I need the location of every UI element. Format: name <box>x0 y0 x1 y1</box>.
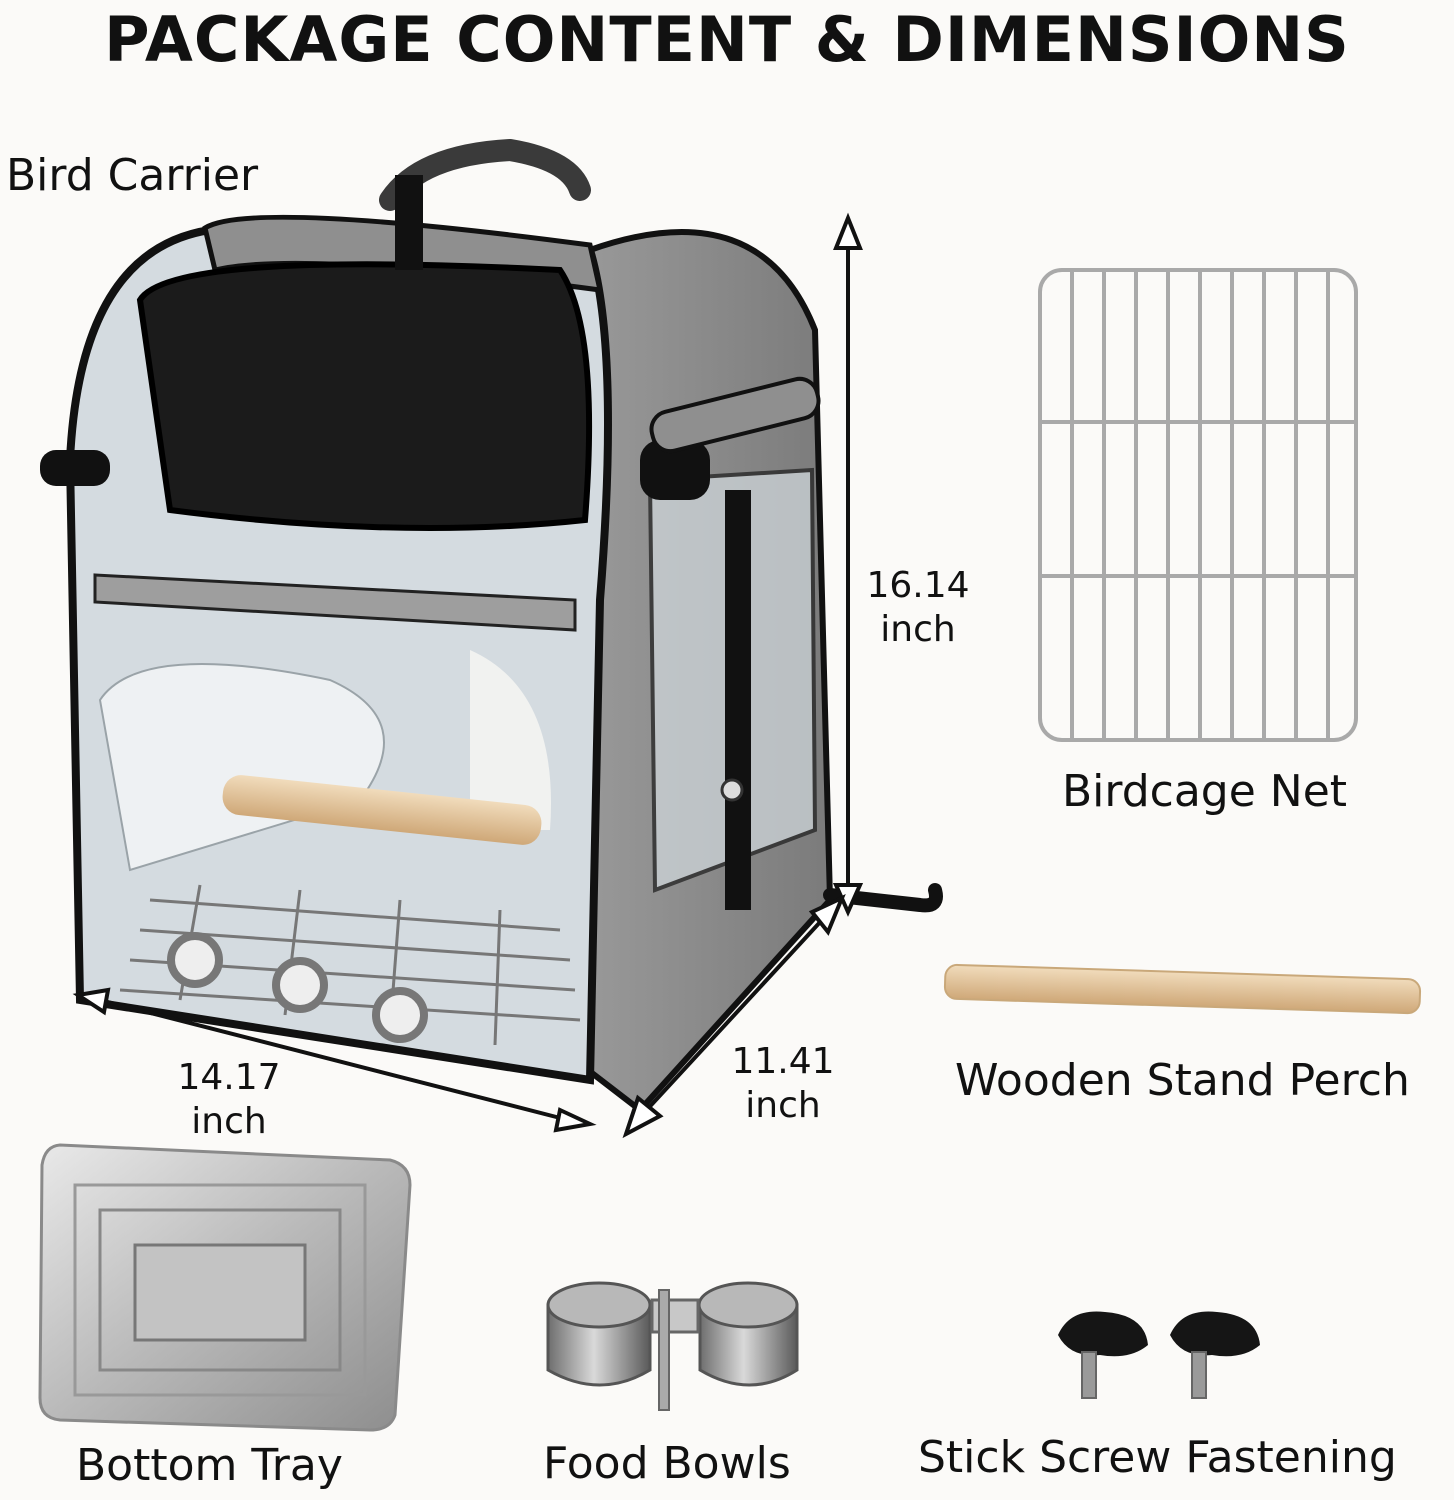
page-title: PACKAGE CONTENT & DIMENSIONS <box>104 3 1350 76</box>
dimension-width-arrow <box>72 987 597 1133</box>
dimension-width-unit: inch <box>191 1101 267 1142</box>
label-bird-carrier: Bird Carrier <box>6 150 259 201</box>
dimension-depth-unit: inch <box>745 1085 821 1126</box>
label-food-bowls: Food Bowls <box>543 1438 791 1489</box>
bottom-tray-image <box>38 1143 412 1432</box>
stick-screws-image <box>1058 1311 1260 1399</box>
label-wooden-stand-perch: Wooden Stand Perch <box>955 1055 1410 1106</box>
dimension-height-arrow <box>832 212 864 917</box>
label-stick-screw-fastening: Stick Screw Fastening <box>918 1432 1397 1483</box>
dimension-depth-value: 11.41 <box>731 1041 835 1082</box>
wooden-perch-image <box>943 963 1422 1015</box>
dimension-height-label: 16.14 inch <box>858 564 978 652</box>
bird-carrier-image <box>40 138 943 1115</box>
dimension-depth-arrow <box>622 894 846 1139</box>
food-bowls-image <box>546 1281 799 1411</box>
label-birdcage-net: Birdcage Net <box>1062 766 1348 817</box>
dimension-width-label: 14.17 inch <box>164 1056 294 1144</box>
dimension-height-unit: inch <box>880 609 956 650</box>
dimension-width-value: 14.17 <box>177 1057 281 1098</box>
birdcage-net-image <box>1038 268 1358 742</box>
label-bottom-tray: Bottom Tray <box>76 1440 343 1491</box>
dimension-depth-label: 11.41 inch <box>718 1040 848 1128</box>
dimension-height-value: 16.14 <box>866 565 970 606</box>
